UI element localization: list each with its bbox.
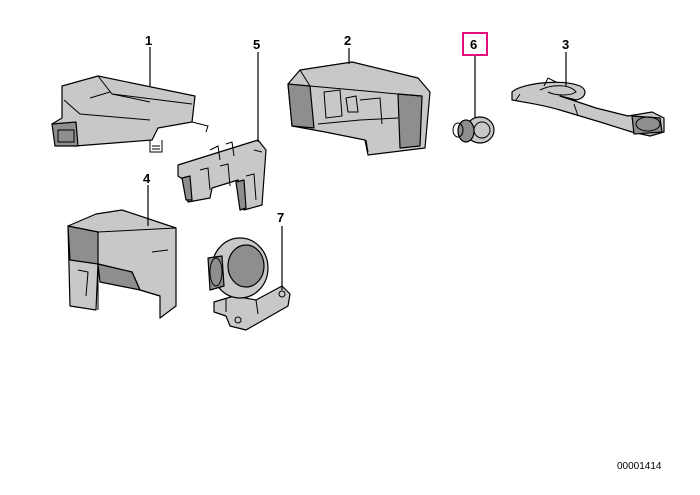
part-4-number: 4 [143, 171, 151, 186]
part-6-number: 6 [470, 37, 477, 52]
part-7-number: 7 [277, 210, 284, 225]
document-id-label: 00001414 [617, 461, 662, 472]
part-7-round-holder[interactable] [207, 237, 291, 331]
part-2-number: 2 [344, 33, 351, 48]
part-1-number: 1 [145, 33, 152, 48]
part-5-bracket[interactable] [177, 139, 267, 211]
part-1-cover[interactable] [51, 75, 209, 153]
part-4-end-cover[interactable] [67, 209, 177, 319]
part-3-number: 3 [562, 37, 569, 52]
part-2-housing-cover[interactable] [287, 61, 431, 156]
part-6-grommet[interactable] [452, 116, 495, 144]
part-5-number: 5 [253, 37, 260, 52]
part-6-highlight-box [462, 32, 488, 56]
part-3-clip-strap[interactable] [511, 77, 665, 137]
